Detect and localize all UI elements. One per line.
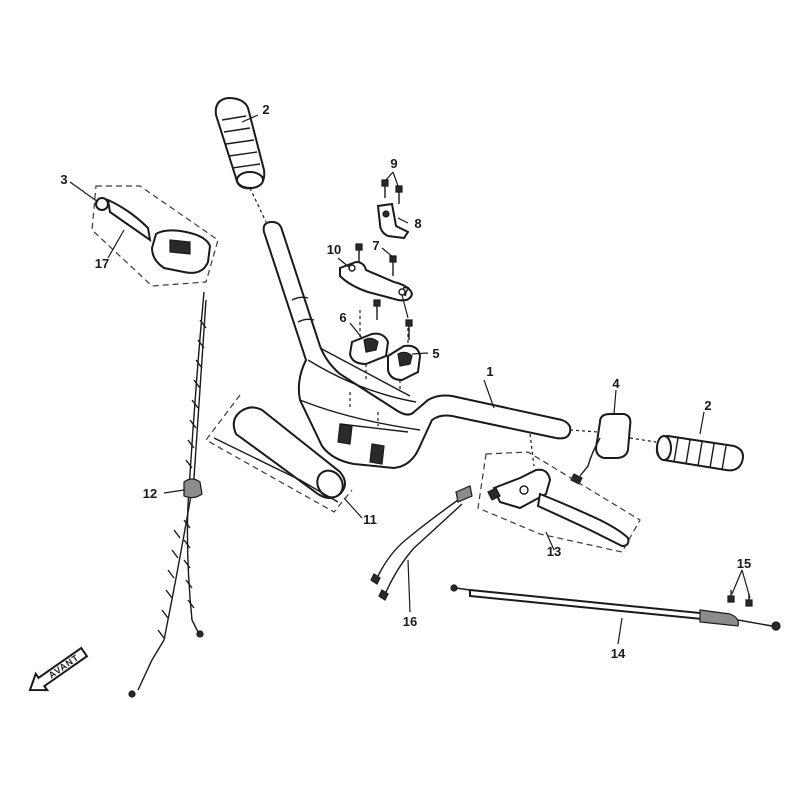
callout-8: 8 xyxy=(414,216,421,231)
right-grip xyxy=(655,434,744,472)
callout-15: 15 xyxy=(737,556,751,571)
callout-7-upper: 7 xyxy=(372,238,379,253)
clutch-lever xyxy=(477,451,641,553)
callout-11: 11 xyxy=(363,512,377,527)
callout-5: 5 xyxy=(432,346,439,361)
clamp-bracket xyxy=(339,260,414,302)
callout-9: 9 xyxy=(390,156,397,171)
handlebar-pad xyxy=(205,394,353,513)
callout-6: 6 xyxy=(339,310,346,325)
cable-bolts xyxy=(727,590,753,607)
callout-2-upper: 2 xyxy=(262,102,269,117)
callout-1: 1 xyxy=(486,364,493,379)
callout-10: 10 xyxy=(327,242,341,257)
callout-16: 16 xyxy=(403,614,417,629)
clutch-switch-wire xyxy=(370,485,473,601)
right-switch xyxy=(570,413,632,485)
callout-7-lower: 7 xyxy=(402,284,409,299)
callout-leaders xyxy=(69,114,751,645)
brake-master-cylinder xyxy=(91,185,219,287)
left-grip xyxy=(214,96,266,190)
callout-labels: 1 2 2 3 4 5 6 7 7 8 9 10 11 12 13 14 15 … xyxy=(60,102,751,661)
clutch-cable xyxy=(450,584,781,631)
handlebar-clamps xyxy=(348,332,422,382)
callout-2-right: 2 xyxy=(704,398,711,413)
callout-14: 14 xyxy=(611,646,626,661)
callout-12: 12 xyxy=(143,486,157,501)
avant-label: AVANT xyxy=(47,652,81,680)
brake-hose xyxy=(128,291,207,698)
callout-17: 17 xyxy=(95,256,109,271)
handlebar xyxy=(262,220,572,470)
callout-3: 3 xyxy=(60,172,67,187)
callout-13: 13 xyxy=(547,544,561,559)
avant-direction-arrow: AVANT xyxy=(28,646,89,692)
callout-4: 4 xyxy=(612,376,620,391)
clamp-bolts xyxy=(355,179,413,340)
cable-clip xyxy=(376,202,410,240)
